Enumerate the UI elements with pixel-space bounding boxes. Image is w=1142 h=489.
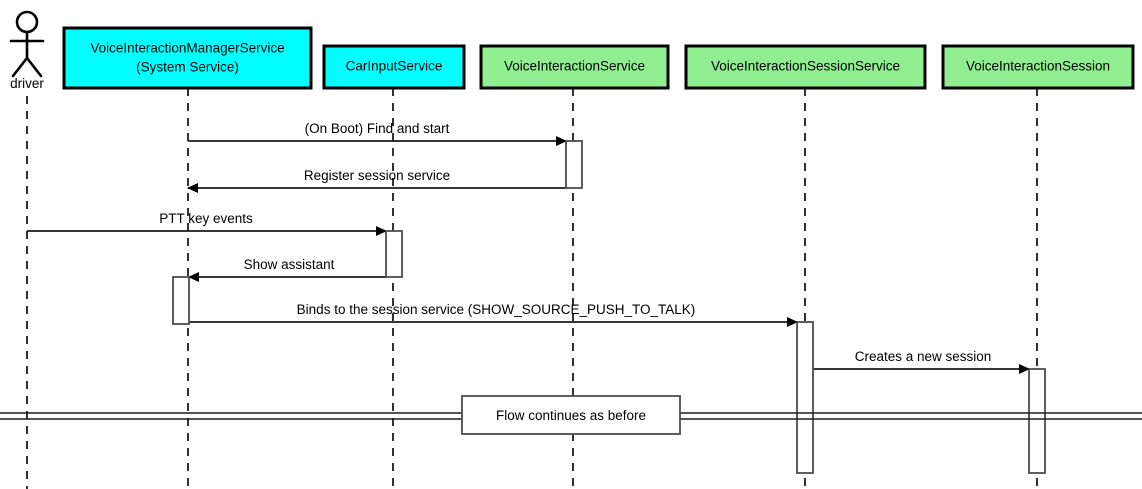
msg-register-session-service[interactable]: Register session service — [187, 168, 566, 193]
participant-label-vsessionservice: VoiceInteractionSessionService — [711, 59, 900, 74]
activations-layer — [172, 140, 1046, 474]
participant-box-vims[interactable] — [62, 26, 313, 90]
activation-bar-vsessionservice — [796, 321, 814, 474]
participant-vis[interactable]: VoiceInteractionService — [479, 44, 670, 90]
msg-binds-to-session-service[interactable]: Binds to the session service (SHOW_SOURC… — [189, 302, 798, 327]
participant-box-vsession[interactable] — [941, 44, 1135, 90]
participant-label-vsession: VoiceInteractionSession — [966, 59, 1110, 74]
participant-vsession[interactable]: VoiceInteractionSession — [941, 44, 1135, 90]
msg-show-assistant-label: Show assistant — [244, 257, 335, 272]
msg-register-session-service-label: Register session service — [304, 168, 450, 183]
divider-note-label: Flow continues as before — [496, 408, 646, 423]
activation-bar-vims — [172, 276, 190, 325]
activation-bar-vis — [565, 140, 583, 189]
participant-vsessionservice[interactable]: VoiceInteractionSessionService — [684, 44, 927, 90]
msg-binds-to-session-service-label: Binds to the session service (SHOW_SOURC… — [297, 302, 696, 317]
actor-layer: driver — [9, 10, 44, 91]
msg-show-assistant[interactable]: Show assistant — [188, 257, 386, 282]
participant-label-vims: VoiceInteractionManagerService — [90, 41, 284, 56]
flow-continues-divider: Flow continues as before — [0, 395, 1142, 435]
participants-layer: VoiceInteractionManagerService (System Se… — [62, 26, 1135, 90]
driver-actor: driver — [9, 10, 44, 91]
msg-creates-new-session[interactable]: Creates a new session — [813, 349, 1030, 374]
msg-find-and-start-label: (On Boot) Find and start — [305, 121, 450, 136]
divider-note-box — [461, 395, 681, 435]
activation-bar-vsession — [1028, 368, 1046, 474]
participant-label-vis: VoiceInteractionService — [504, 59, 645, 74]
participant-sublabel-vims: (System Service) — [136, 60, 239, 75]
actor-head-icon — [15, 10, 39, 34]
participant-box-vsessionservice[interactable] — [684, 44, 927, 90]
activation-bar-carinput — [385, 230, 403, 278]
divider-layer: Flow continues as before — [0, 395, 1142, 435]
msg-ptt-key-events[interactable]: PTT key events — [27, 211, 387, 236]
driver-actor-label: driver — [10, 76, 44, 91]
msg-find-and-start[interactable]: (On Boot) Find and start — [188, 121, 567, 146]
participant-vims[interactable]: VoiceInteractionManagerService (System Se… — [62, 26, 313, 90]
msg-creates-new-session-label: Creates a new session — [855, 349, 992, 364]
actor-leg-right-icon — [25, 56, 43, 78]
participant-carinput[interactable]: CarInputService — [322, 44, 466, 90]
msg-ptt-key-events-label: PTT key events — [159, 211, 253, 226]
participant-box-carinput[interactable] — [322, 44, 466, 90]
participant-box-vis[interactable] — [479, 44, 670, 90]
actor-leg-left-icon — [11, 56, 29, 78]
participant-label-carinput: CarInputService — [346, 59, 443, 74]
